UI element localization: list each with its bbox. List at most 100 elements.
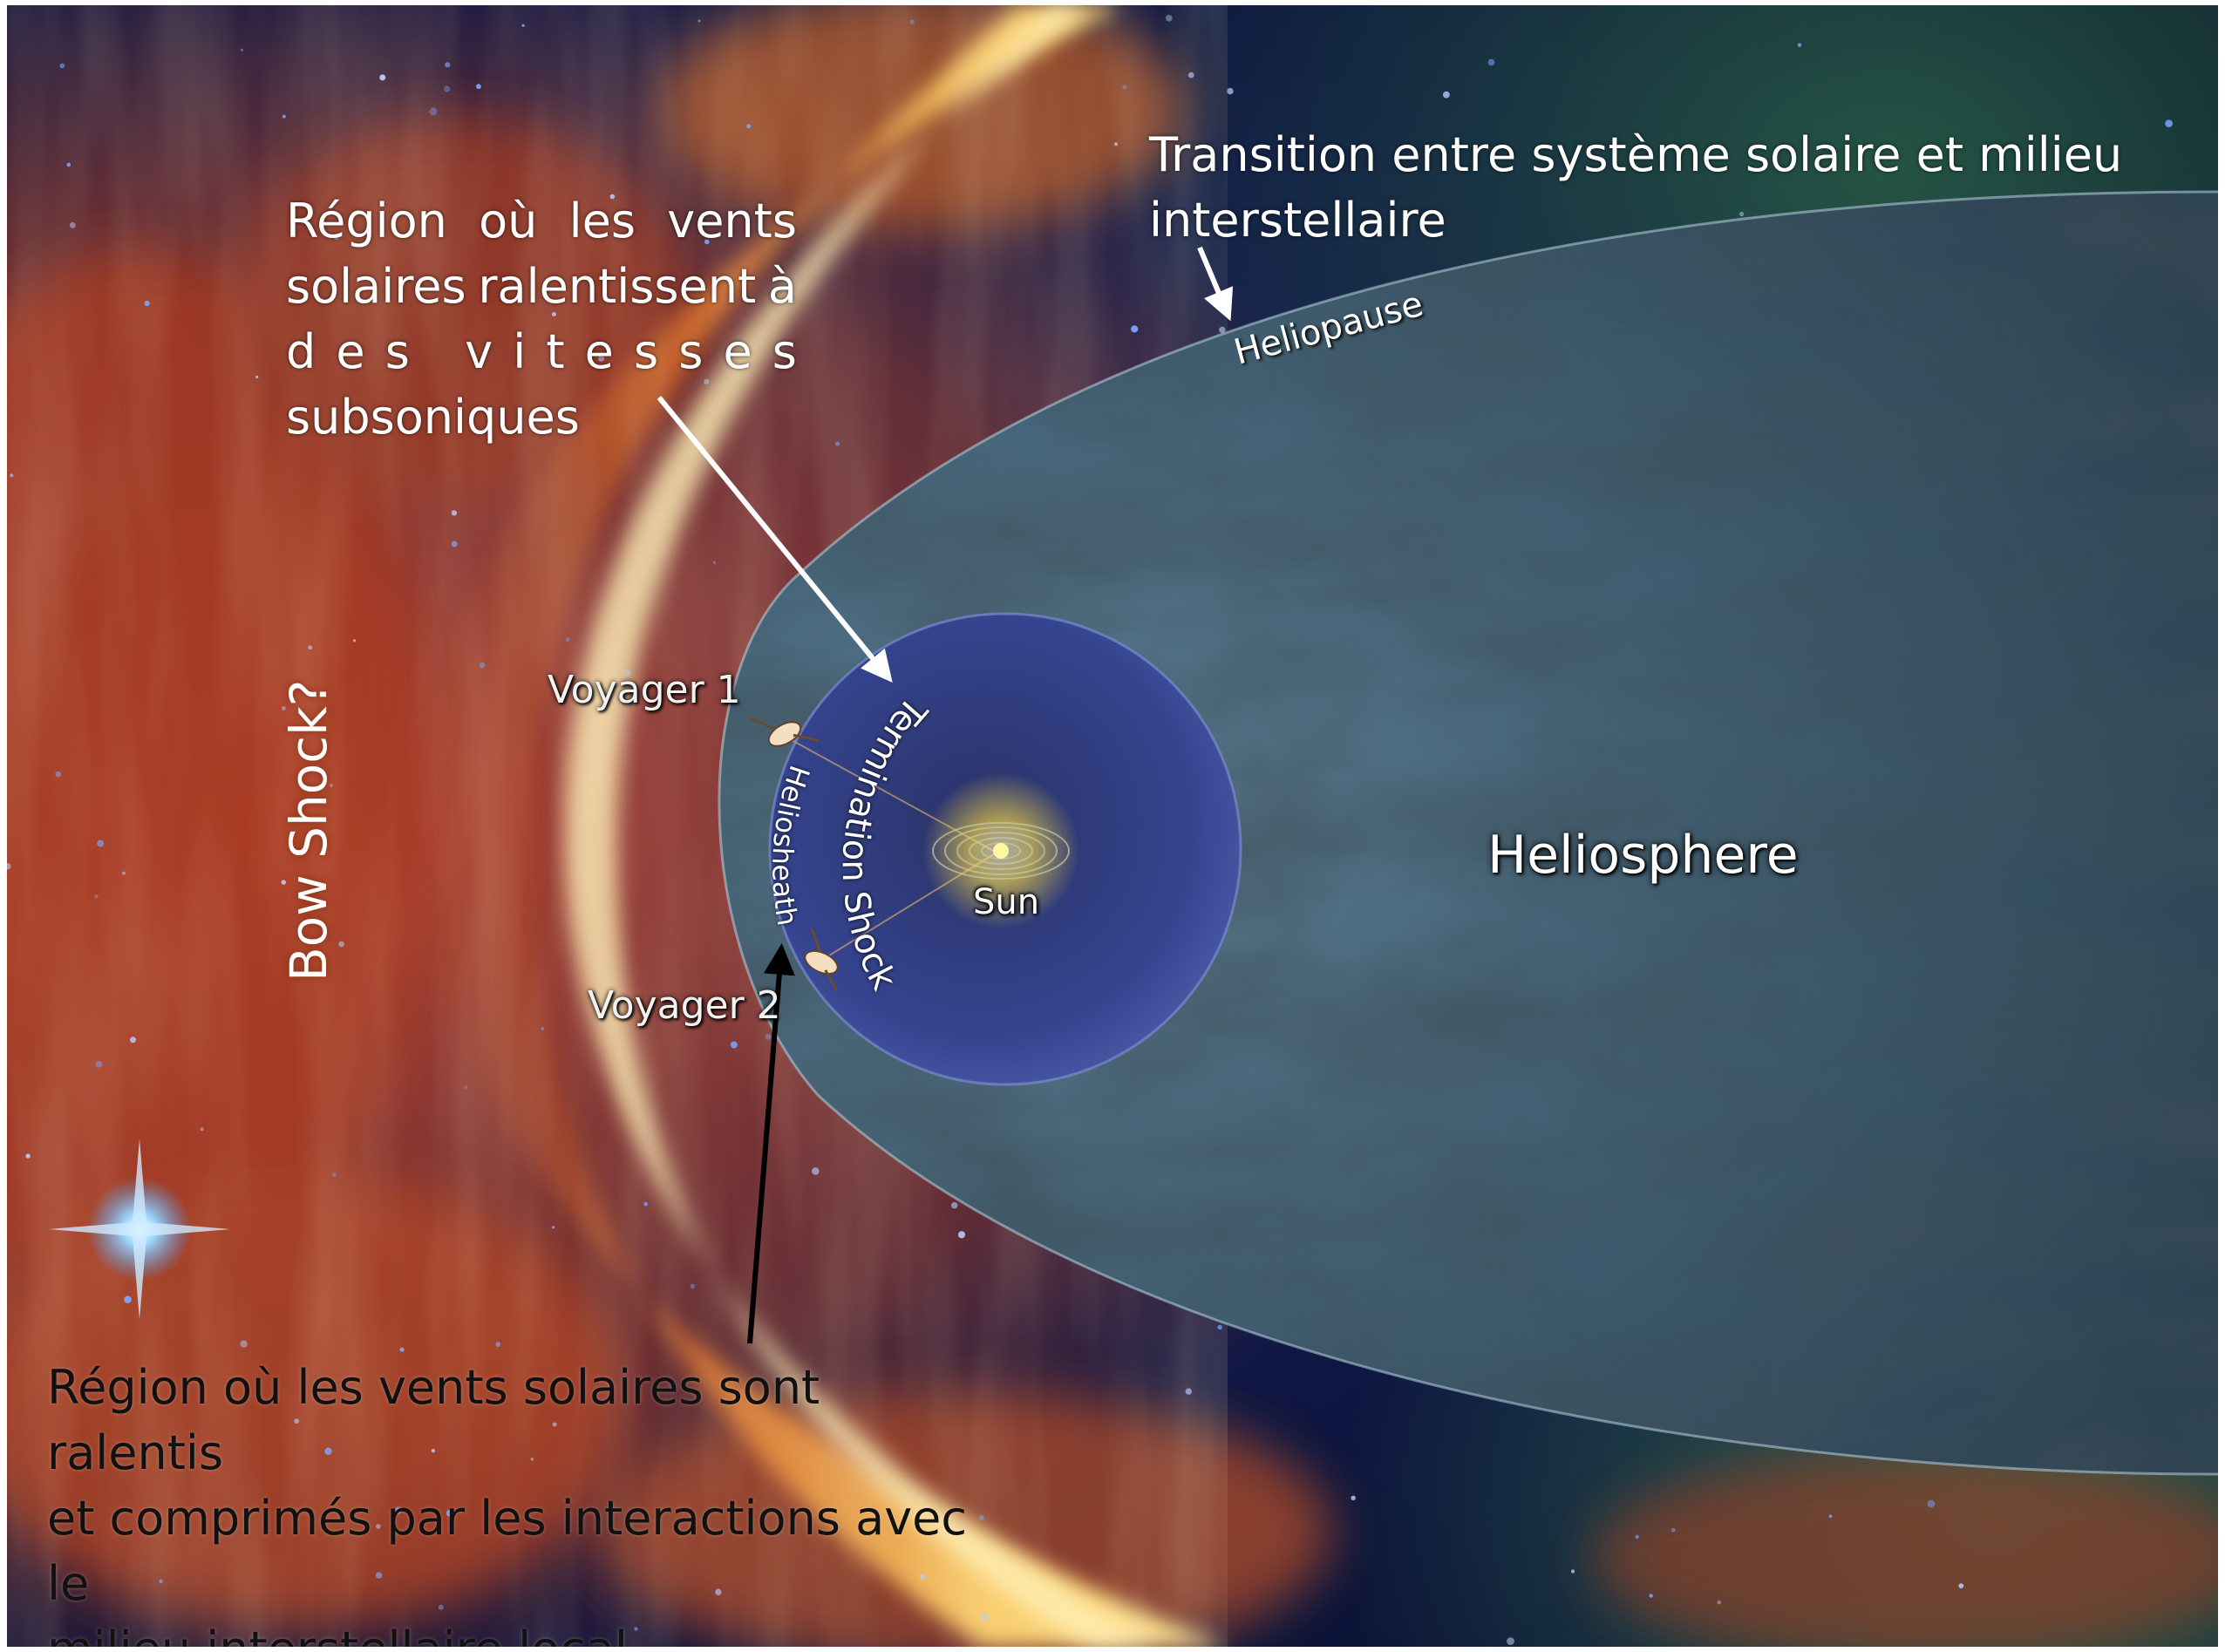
star — [445, 62, 451, 68]
star — [240, 48, 244, 52]
star — [444, 85, 451, 92]
star — [697, 19, 701, 23]
star — [765, 1033, 772, 1040]
star — [643, 1201, 649, 1207]
star — [255, 375, 259, 379]
star — [476, 84, 481, 90]
diagram-frame: Termination Shock Heliosheath Heliopause… — [7, 5, 2218, 1647]
star — [1351, 1495, 1356, 1501]
star — [338, 941, 344, 948]
callout-line-4: subsoniques — [286, 390, 580, 445]
star — [1507, 1637, 1514, 1645]
star — [812, 1167, 820, 1175]
star — [438, 1604, 444, 1610]
star — [464, 1085, 468, 1090]
star — [375, 1572, 383, 1579]
star — [94, 894, 99, 899]
star — [1217, 1324, 1222, 1330]
star — [1165, 15, 1173, 22]
star — [159, 1579, 163, 1584]
star — [1219, 326, 1226, 334]
sun-icon — [993, 843, 1009, 859]
star — [530, 1458, 534, 1461]
star — [609, 194, 616, 200]
star — [565, 637, 570, 642]
star — [951, 1202, 958, 1209]
star — [1487, 58, 1495, 66]
star — [715, 1588, 722, 1595]
bright-star — [49, 1139, 230, 1320]
heliopause-arrow — [1197, 246, 1234, 322]
star — [55, 771, 62, 778]
star — [130, 1037, 136, 1044]
star — [59, 63, 65, 69]
star — [623, 669, 631, 676]
star — [495, 1342, 501, 1347]
star — [334, 235, 339, 241]
star — [451, 540, 458, 547]
star — [324, 1447, 332, 1456]
star — [957, 1231, 966, 1239]
star — [551, 312, 556, 316]
star — [25, 1153, 31, 1159]
star — [1649, 1594, 1653, 1598]
star — [282, 706, 286, 710]
star — [121, 871, 126, 875]
star — [1739, 211, 1745, 217]
solar-system — [922, 772, 1079, 929]
star — [330, 784, 333, 787]
star — [429, 107, 438, 116]
callout-line-2: interstellaire — [1149, 193, 1446, 248]
star — [1114, 142, 1118, 146]
star — [1797, 43, 1802, 47]
star — [1131, 325, 1139, 333]
callout-line-3: milieu interstellaire local. — [47, 1616, 989, 1647]
star — [835, 441, 840, 446]
star — [431, 1448, 436, 1453]
star — [479, 662, 486, 669]
sun-label: Sun — [973, 882, 1040, 922]
callout-line-1: Région où les vents — [286, 194, 797, 248]
star — [375, 1524, 381, 1529]
star — [313, 765, 321, 773]
callout-line-2: solaires ralentissent à — [286, 259, 797, 314]
star — [10, 473, 14, 478]
star — [399, 1347, 405, 1352]
star — [1828, 1514, 1833, 1519]
star — [690, 1283, 695, 1289]
star — [552, 1422, 557, 1427]
star — [712, 561, 716, 564]
star — [1443, 91, 1450, 99]
star — [451, 510, 458, 516]
star — [704, 239, 710, 245]
star — [979, 1515, 984, 1520]
callout-line-1: Région où les vents solaires sont ralent… — [47, 1360, 820, 1480]
termination-shock-arrow — [657, 396, 893, 683]
star — [980, 1613, 989, 1621]
star — [332, 1173, 337, 1177]
star — [1185, 1388, 1193, 1395]
star — [1227, 87, 1234, 95]
voyager-1-label: Voyager 1 — [548, 668, 741, 712]
star — [909, 19, 915, 24]
star — [124, 1295, 132, 1303]
star — [240, 1340, 248, 1348]
star — [920, 1574, 926, 1581]
star — [294, 1418, 300, 1424]
star — [200, 1127, 204, 1132]
termination-region-callout: Région où les vents solaires ralentissen… — [286, 188, 797, 450]
star — [379, 74, 386, 81]
callout-line-2: et comprimés par les interactions avec l… — [47, 1491, 968, 1611]
bow-shock-label: Bow Shock? — [279, 679, 338, 982]
voyager-2-label: Voyager 2 — [588, 983, 781, 1028]
star — [66, 162, 71, 167]
star — [353, 639, 357, 642]
star — [446, 1509, 453, 1517]
star — [144, 300, 150, 307]
star — [95, 1060, 103, 1068]
voyager-2-icon — [804, 928, 839, 992]
star — [1187, 71, 1194, 78]
star — [634, 1627, 638, 1631]
voyager-1-icon — [748, 717, 820, 747]
